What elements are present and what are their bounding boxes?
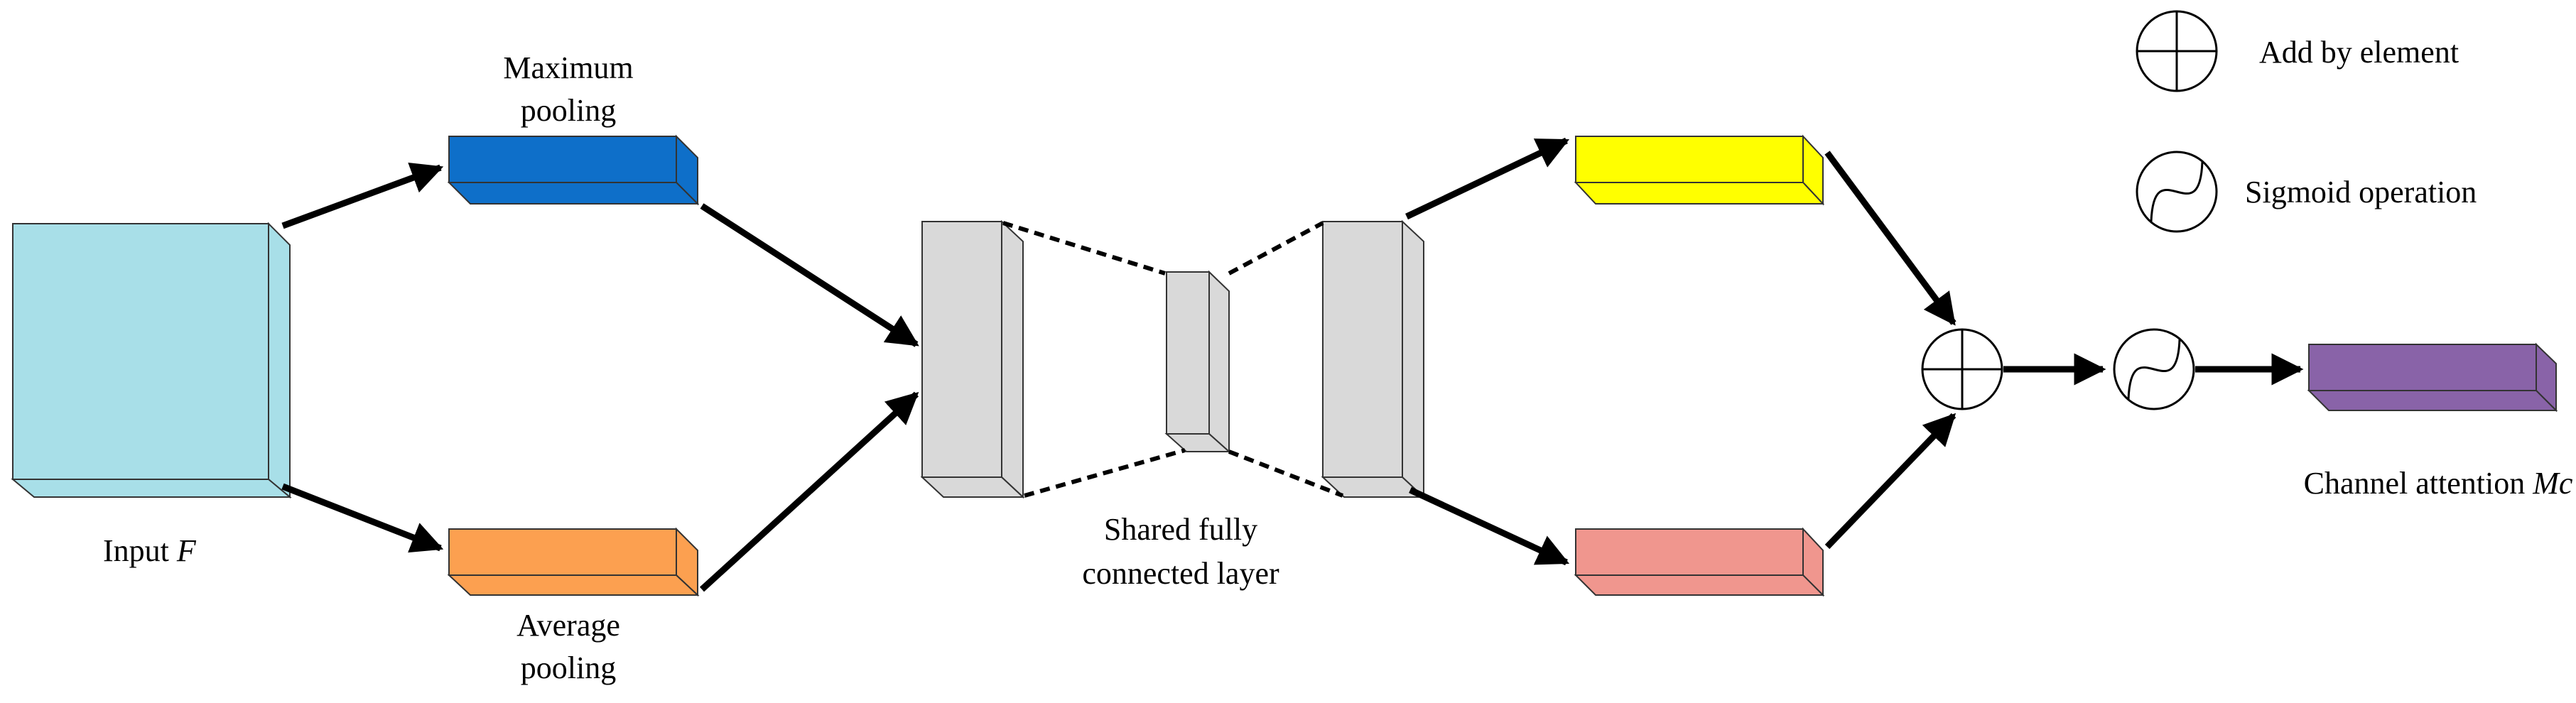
arrow-max-out-to-add	[1824, 151, 1957, 326]
output-label: Channel attention Mc	[2304, 466, 2573, 501]
channel-attention-output-block	[2307, 342, 2558, 413]
input-label: Input F	[103, 533, 197, 568]
arrow-fc-to-max-out	[1405, 137, 1570, 220]
arrow-input-to-max	[281, 162, 444, 229]
legend-add-icon	[2136, 10, 2218, 92]
fc-max-output-block	[1574, 134, 1825, 206]
average-pooling-label-1: Average	[516, 608, 620, 643]
max-pooling-label-1: Maximum	[503, 50, 633, 85]
legend: Add by element Sigmoid operation	[2136, 10, 2477, 233]
fc-input-layer	[920, 219, 1025, 499]
arrow-fc-to-avg-out	[1409, 486, 1570, 566]
legend-add-label: Add by element	[2259, 35, 2459, 70]
legend-sigmoid-label: Sigmoid operation	[2245, 175, 2477, 209]
arrow-input-to-avg	[281, 483, 444, 553]
fc-output-layer	[1321, 219, 1426, 499]
add-operator-icon	[1921, 328, 2003, 410]
arrow-avg-out-to-add	[1824, 413, 1957, 550]
shared-fc-label-2: connected layer	[1082, 556, 1279, 591]
shared-fc-label-1: Shared fully	[1104, 512, 1257, 547]
fc-dashed-connections	[1002, 221, 1344, 498]
input-feature-block	[11, 222, 292, 499]
arrow-avg-to-fc	[699, 391, 919, 592]
max-pooling-label-2: pooling	[521, 93, 616, 128]
sigmoid-operator-icon	[2113, 328, 2195, 410]
average-pooling-block	[447, 527, 700, 597]
max-pooling-block	[447, 134, 700, 206]
arrow-max-to-fc	[700, 203, 919, 347]
fc-hidden-layer	[1164, 270, 1231, 454]
fc-avg-output-block	[1574, 527, 1825, 597]
legend-sigmoid-icon	[2136, 151, 2218, 233]
average-pooling-label-2: pooling	[521, 650, 616, 685]
